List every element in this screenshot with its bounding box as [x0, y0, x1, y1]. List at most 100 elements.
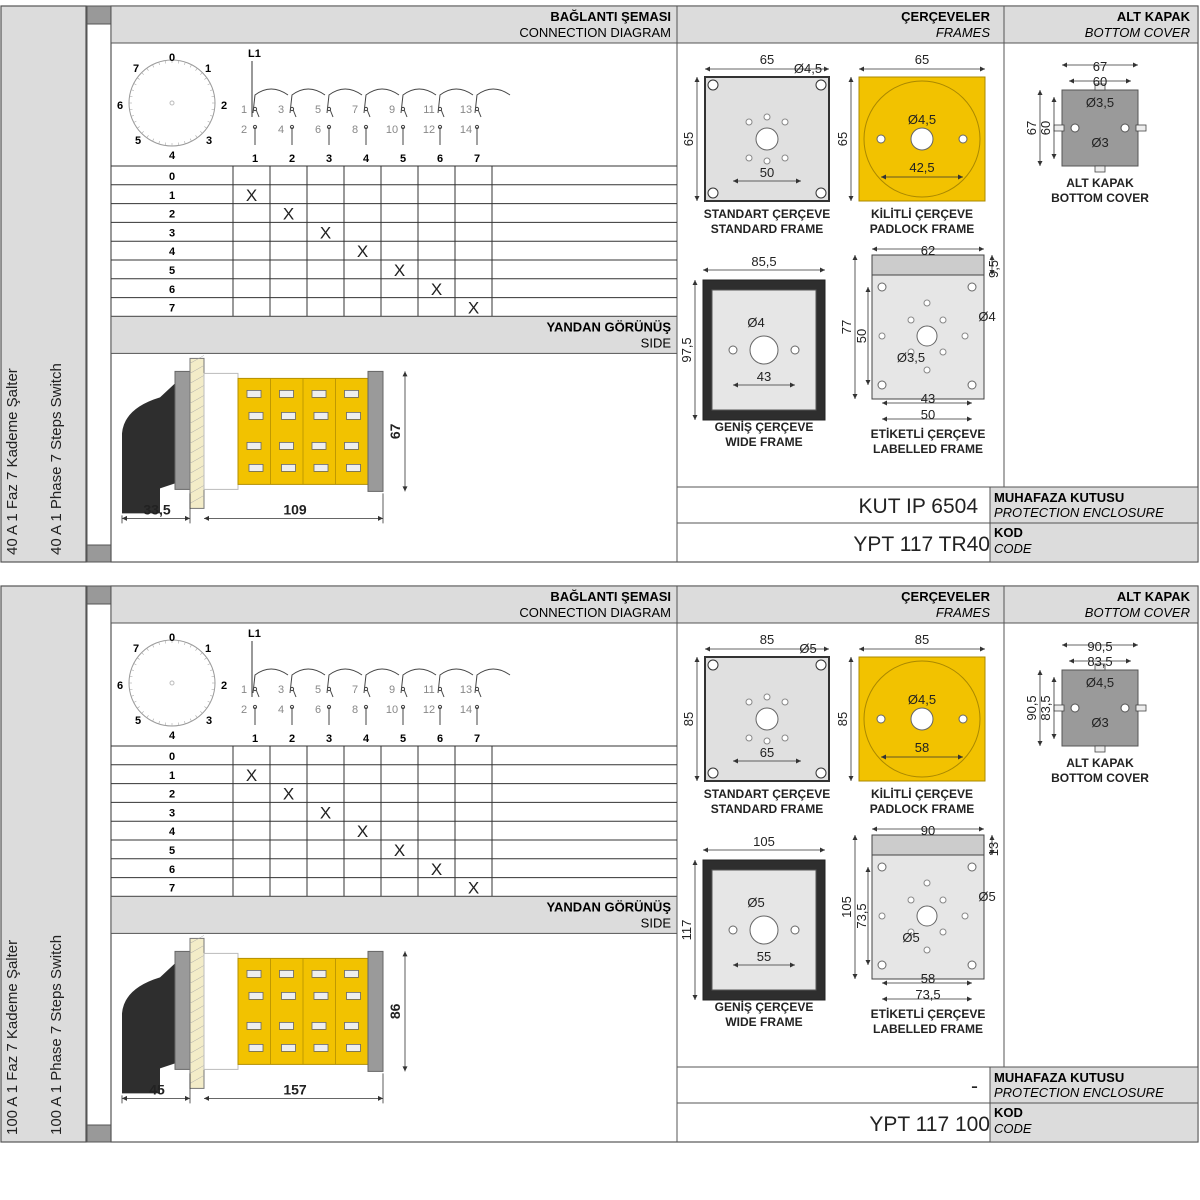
lab-frame-label-en: LABELLED FRAME — [873, 442, 983, 456]
contact-point — [437, 686, 443, 692]
frames-title-en: FRAMES — [936, 25, 991, 40]
bottom-cover-header — [1003, 585, 1199, 624]
screw-hole — [923, 879, 931, 887]
screw-hole — [781, 698, 789, 706]
contact-point — [326, 686, 332, 692]
lab-frame-hole: Ø5 — [978, 889, 995, 904]
arrow-icon — [204, 515, 209, 521]
dial-number: 3 — [206, 715, 212, 727]
arrow-icon — [958, 754, 963, 760]
contact-point — [400, 106, 406, 112]
screw-hole — [923, 946, 931, 954]
arrow-icon — [1069, 78, 1074, 84]
pad-frame-inner: 42,5 — [909, 160, 934, 175]
switch-mark: X — [320, 223, 331, 242]
pad-frame-label-en: PADLOCK FRAME — [870, 222, 974, 236]
dial-tick — [152, 138, 155, 142]
mounting-hole — [877, 380, 887, 390]
terminal-number: 7 — [474, 733, 480, 745]
terminal-number: 5 — [400, 153, 406, 165]
wide-frame-inner: 43 — [757, 369, 771, 384]
bottom-cover-width-inner: 83,5 — [1087, 654, 1112, 669]
bottom-cover-label-en: BOTTOM COVER — [1051, 191, 1149, 205]
arrow-icon — [958, 174, 963, 180]
screw-hole — [939, 896, 947, 904]
arrow-icon — [820, 847, 825, 853]
bottom-cover-hole2: Ø3 — [1091, 135, 1108, 150]
arrow-icon — [692, 415, 698, 420]
arrow-icon — [881, 754, 886, 760]
hatch-line — [189, 965, 205, 974]
hatch-line — [189, 945, 205, 954]
dial-number: 2 — [221, 100, 227, 112]
lab-frame-height: 105 — [839, 896, 854, 918]
terminal-screw — [313, 991, 329, 1000]
fixing-tab — [1094, 745, 1106, 753]
lab-frame-bottom: 73,5 — [915, 987, 940, 1002]
switch-mark: X — [246, 186, 257, 205]
hatch-line — [189, 445, 205, 454]
dial-tick — [137, 126, 140, 129]
terminal-screw — [248, 411, 264, 420]
hatch-line — [189, 935, 205, 944]
arrow-icon — [989, 850, 995, 855]
fixing-tab — [1094, 663, 1106, 671]
terminal-screw — [246, 969, 262, 978]
bottom-cover-hole: Ø4,5 — [1086, 675, 1114, 690]
arrow-icon — [848, 196, 854, 201]
screw-hole — [939, 316, 947, 324]
arrow-icon — [796, 178, 801, 184]
contact-bridge — [474, 668, 511, 694]
wide-frame-inner: 55 — [757, 949, 771, 964]
mounting-hole — [1070, 123, 1080, 133]
contact-number-bottom: 8 — [352, 704, 358, 716]
bottom-title-en: BOTTOM COVER — [1085, 605, 1190, 620]
bottom-cover-width-outer: 67 — [1093, 59, 1107, 74]
contact-number-bottom: 10 — [386, 704, 398, 716]
wide-frame-height: 117 — [679, 920, 694, 941]
frames-header — [676, 585, 1005, 624]
screw-hole — [781, 118, 789, 126]
dial-tick — [146, 648, 149, 651]
pad-frame-label-en: PADLOCK FRAME — [870, 802, 974, 816]
enclosure-title-tr: MUHAFAZA KUTUSU — [994, 490, 1124, 505]
pad-frame-hole: Ø4,5 — [908, 112, 936, 127]
dial-number: 7 — [133, 63, 139, 75]
screw-hole — [907, 896, 915, 904]
terminal-screw — [344, 389, 359, 398]
terminal-screw — [248, 991, 264, 1000]
arrow-icon — [1051, 97, 1057, 102]
connection-title-tr: BAĞLANTI ŞEMASI — [550, 589, 671, 604]
arrow-icon — [967, 980, 972, 986]
contact-number-top: 3 — [278, 104, 284, 116]
hatch-line — [189, 1055, 205, 1064]
wide-frame-label-en: WIDE FRAME — [725, 1015, 802, 1029]
side-title-band — [0, 5, 87, 563]
mounting-hole — [707, 767, 719, 779]
dial-tick — [184, 140, 186, 144]
contact-point — [400, 686, 406, 692]
terminal-screw — [279, 1021, 294, 1030]
hatch-line — [189, 435, 205, 444]
code-value: YPT 117 100 — [869, 1113, 990, 1136]
dial-tick — [207, 700, 211, 703]
arrow-icon — [865, 867, 871, 872]
position-label: 5 — [169, 265, 175, 277]
dial-tick — [189, 138, 192, 142]
screw-hole — [781, 154, 789, 162]
contact-bridge — [363, 88, 400, 114]
side-view-title-tr: YANDAN GÖRÜNÜŞ — [547, 319, 672, 334]
arrow-icon — [989, 255, 995, 260]
lab-frame-height: 77 — [839, 320, 854, 334]
side-title-en: 100 A 1 Phase 7 Steps Switch — [48, 935, 65, 1135]
shaft-hole — [749, 335, 779, 365]
screw-hole — [763, 737, 771, 745]
arrow-icon — [122, 515, 127, 521]
hatch-line — [189, 1015, 205, 1024]
arrow-icon — [122, 1095, 127, 1101]
side-title-band — [0, 585, 87, 1143]
arrow-icon — [872, 826, 877, 832]
arrow-icon — [705, 646, 710, 652]
screw-hole — [939, 928, 947, 936]
